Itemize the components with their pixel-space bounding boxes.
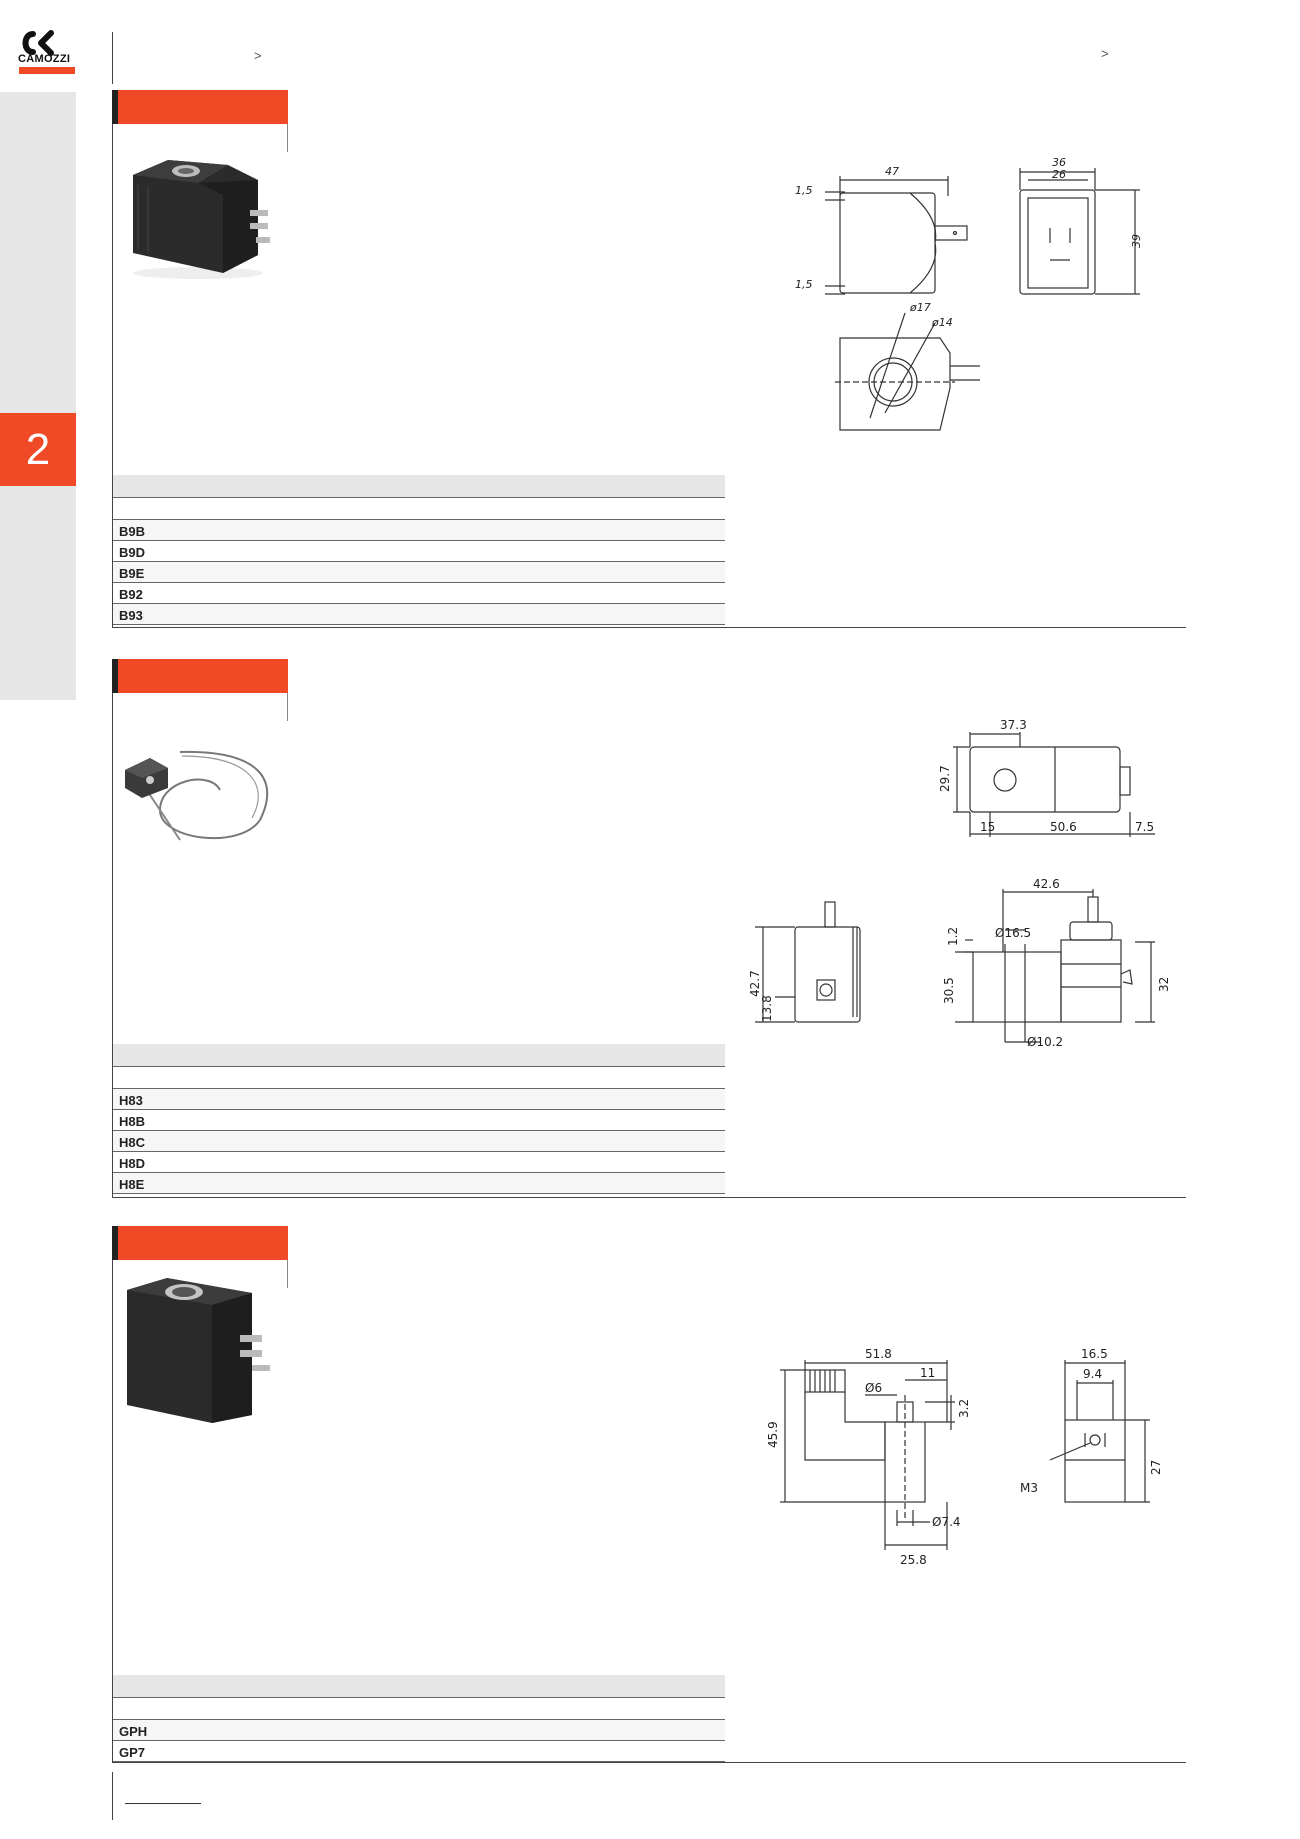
table-header-band bbox=[113, 1044, 725, 1067]
section-3-code-table: GPH GP7 bbox=[113, 1675, 725, 1762]
table-row: H83 bbox=[113, 1089, 725, 1110]
section-1-technical-drawing: 47 1,5 1,5 36 26 39 ø17 ø14 bbox=[795, 156, 1143, 431]
dim-51-8: 51.8 bbox=[865, 1347, 892, 1361]
dim-m3: M3 bbox=[1020, 1481, 1038, 1495]
dim-27: 27 bbox=[1149, 1460, 1163, 1475]
table-subheader-row bbox=[113, 1698, 725, 1720]
dim-dia-7-4: Ø7.4 bbox=[932, 1515, 961, 1529]
table-row: H8B bbox=[113, 1110, 725, 1131]
section-3-technical-drawing: 51.8 11 Ø6 3.2 45.9 Ø7.4 25.8 16.5 9.4 M… bbox=[766, 1347, 1163, 1567]
section-3-tab bbox=[112, 1226, 288, 1260]
dim-1-5-top: 1,5 bbox=[795, 184, 813, 197]
section-2-vline bbox=[112, 659, 113, 1197]
table-header-band bbox=[113, 475, 725, 498]
section-2-code-table: H83 H8B H8C H8D H8E bbox=[113, 1044, 725, 1194]
table-row: B92 bbox=[113, 583, 725, 604]
section-1-tab-line bbox=[287, 124, 288, 152]
table-row: GPH bbox=[113, 1720, 725, 1741]
dim-9-4: 9.4 bbox=[1083, 1367, 1102, 1381]
header-divider bbox=[112, 32, 113, 84]
dim-42-7: 42.7 bbox=[748, 970, 762, 997]
section-2-technical-drawing: 37.3 29.7 15 50.6 7.5 42.6 1.2 Ø16.5 42.… bbox=[748, 718, 1171, 1049]
camozzi-logo: CAMOZZI bbox=[17, 30, 77, 75]
dim-dia-14: ø14 bbox=[931, 316, 953, 329]
dim-16-5: 16.5 bbox=[1081, 1347, 1108, 1361]
dim-1-5-bottom: 1,5 bbox=[795, 278, 813, 291]
section-2-separator bbox=[112, 1197, 1186, 1198]
dim-13-8: 13.8 bbox=[760, 995, 774, 1022]
table-row: H8D bbox=[113, 1152, 725, 1173]
section-2-tab-line bbox=[287, 693, 288, 721]
table-row: B9E bbox=[113, 562, 725, 583]
section-1-product-photo bbox=[133, 160, 270, 279]
section-2-product-photo bbox=[125, 750, 269, 841]
chapter-rail bbox=[0, 92, 76, 700]
table-subheader-row bbox=[113, 1067, 725, 1089]
table-row: B9B bbox=[113, 520, 725, 541]
dim-50-6: 50.6 bbox=[1050, 820, 1077, 834]
section-3-product-photo bbox=[127, 1278, 270, 1423]
table-row: B93 bbox=[113, 604, 725, 625]
dim-dia-17: ø17 bbox=[909, 301, 931, 314]
section-1-vline bbox=[112, 90, 113, 627]
section-3-separator bbox=[112, 1762, 1186, 1763]
dim-15: 15 bbox=[980, 820, 995, 834]
dim-45-9: 45.9 bbox=[766, 1421, 780, 1448]
dim-39: 39 bbox=[1130, 234, 1143, 248]
section-1-code-table: B9B B9D B9E B92 B93 bbox=[113, 475, 725, 625]
table-subheader-row bbox=[113, 498, 725, 520]
section-2-tab bbox=[112, 659, 288, 693]
dim-36: 36 bbox=[1052, 156, 1066, 169]
table-header-band bbox=[113, 1675, 725, 1698]
dim-37-3: 37.3 bbox=[1000, 718, 1027, 732]
dim-47: 47 bbox=[885, 165, 899, 178]
table-row: H8E bbox=[113, 1173, 725, 1194]
dim-26: 26 bbox=[1052, 168, 1066, 181]
section-3-vline bbox=[112, 1226, 113, 1762]
dim-3-2: 3.2 bbox=[957, 1399, 971, 1418]
section-3-tab-line bbox=[287, 1260, 288, 1288]
section-1-separator bbox=[112, 627, 1186, 628]
dim-42-6: 42.6 bbox=[1033, 877, 1060, 891]
logo-accent-bar bbox=[19, 67, 75, 74]
camozzi-logo-mark bbox=[22, 30, 54, 56]
dim-32: 32 bbox=[1157, 977, 1171, 992]
dim-11: 11 bbox=[920, 1366, 935, 1380]
chapter-number-tab[interactable]: 2 bbox=[0, 413, 76, 486]
brand-name: CAMOZZI bbox=[18, 53, 71, 65]
dim-dia-16-5: Ø16.5 bbox=[995, 926, 1031, 940]
dim-25-8: 25.8 bbox=[900, 1553, 927, 1567]
dim-29-7: 29.7 bbox=[938, 765, 952, 792]
breadcrumb-chevron-right: > bbox=[1101, 46, 1109, 61]
dim-7-5: 7.5 bbox=[1135, 820, 1154, 834]
dim-30-5: 30.5 bbox=[942, 977, 956, 1004]
footer-divider bbox=[112, 1772, 113, 1820]
table-row: H8C bbox=[113, 1131, 725, 1152]
dim-dia-6: Ø6 bbox=[865, 1381, 882, 1395]
dim-dia-10-2: Ø10.2 bbox=[1027, 1035, 1063, 1049]
table-row: B9D bbox=[113, 541, 725, 562]
dim-1-2: 1.2 bbox=[946, 927, 960, 946]
footer-rule bbox=[125, 1803, 201, 1804]
section-1-tab bbox=[112, 90, 288, 124]
table-row: GP7 bbox=[113, 1741, 725, 1762]
breadcrumb-chevron-left: > bbox=[254, 48, 262, 63]
